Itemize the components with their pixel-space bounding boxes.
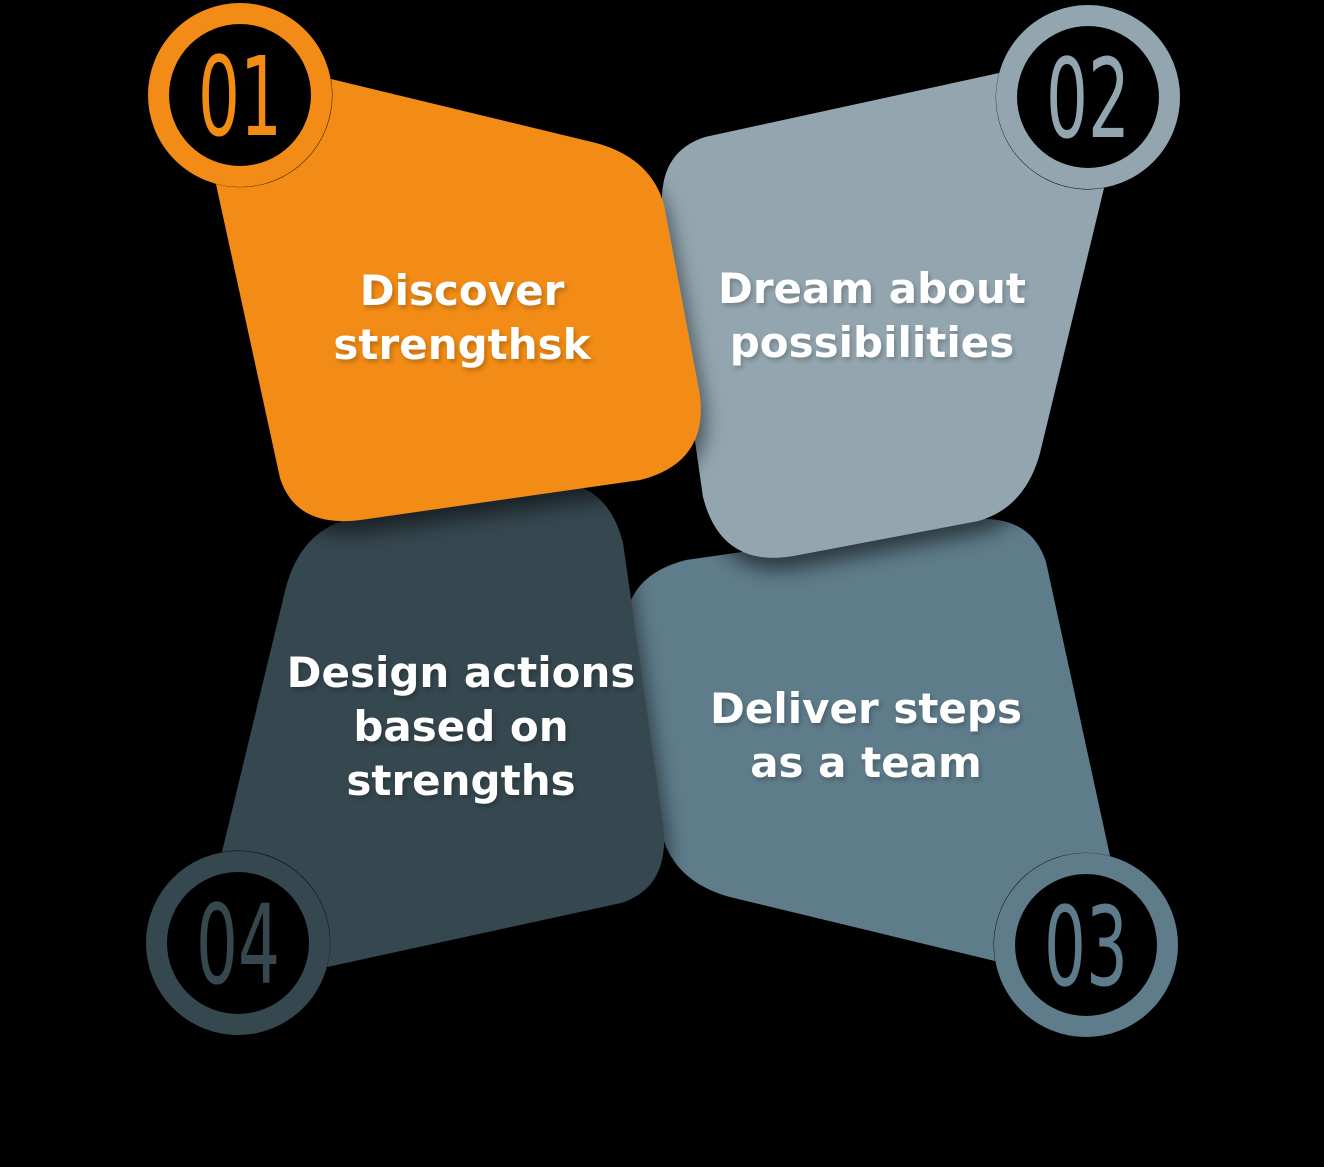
- label-02-line-2: possibilities: [729, 318, 1015, 367]
- label-04-line-2: based on: [353, 702, 569, 751]
- label-01-line-1: Discover: [359, 266, 565, 315]
- label-02-line-1: Dream about: [717, 264, 1027, 313]
- quadrant-04-label: Design actions based on strengths: [287, 646, 636, 808]
- quadrant-01-label: Discover strengthsk: [333, 264, 590, 372]
- quadrant-03-label: Deliver steps as a team: [710, 682, 1022, 790]
- step-number-01: 01: [198, 34, 282, 161]
- step-number-02: 02: [1046, 36, 1130, 163]
- step-number-04: 04: [196, 882, 280, 1009]
- label-03-line-2: as a team: [750, 738, 982, 787]
- label-04-line-1: Design actions: [286, 648, 636, 697]
- label-04-line-3: strengths: [346, 756, 576, 805]
- quadrant-02-label: Dream about possibilities: [718, 262, 1026, 370]
- label-01-line-2: strengthsk: [333, 320, 591, 369]
- step-number-03: 03: [1044, 884, 1128, 1011]
- label-03-line-1: Deliver steps: [710, 684, 1022, 733]
